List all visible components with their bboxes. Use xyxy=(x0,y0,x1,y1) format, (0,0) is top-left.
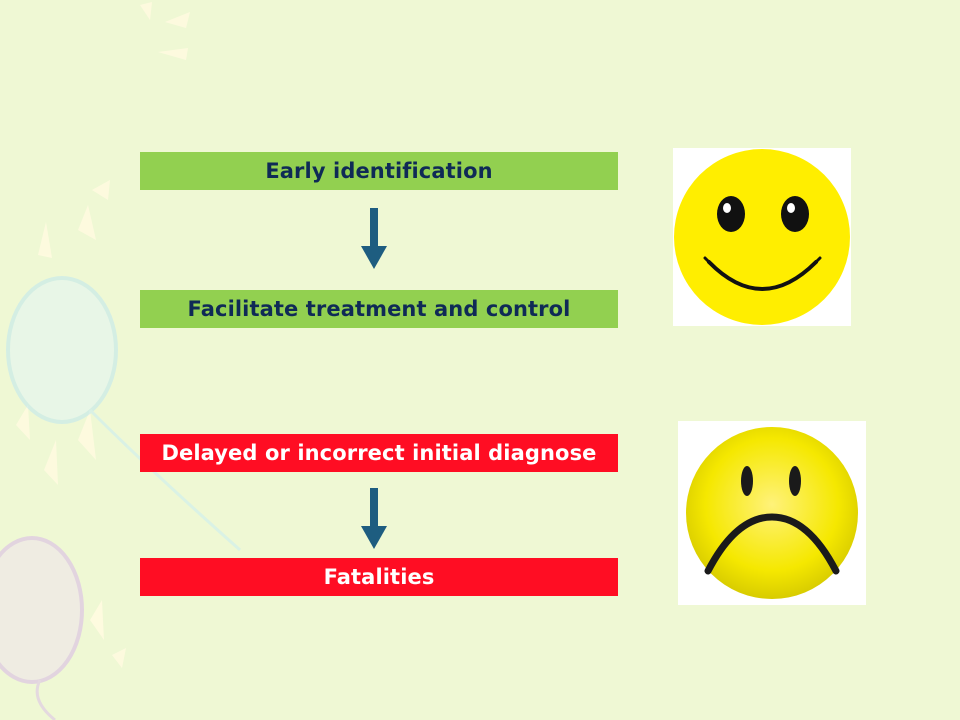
balloon-blue-icon xyxy=(6,276,241,552)
arrow-down-icon xyxy=(361,488,387,549)
fatalities-label: Fatalities xyxy=(323,565,435,589)
delayed-diagnose-label: Delayed or incorrect initial diagnose xyxy=(161,441,597,465)
early-identification-box: Early identification xyxy=(140,152,618,190)
arrow-down-icon xyxy=(361,208,387,269)
smiley-face-icon xyxy=(673,148,851,326)
facilitate-treatment-box: Facilitate treatment and control xyxy=(140,290,618,328)
balloon-purple-icon xyxy=(0,536,84,720)
delayed-diagnose-box: Delayed or incorrect initial diagnose xyxy=(140,434,618,472)
facilitate-treatment-label: Facilitate treatment and control xyxy=(187,297,571,321)
sad-face-icon xyxy=(678,421,866,605)
early-identification-label: Early identification xyxy=(265,159,493,183)
fatalities-box: Fatalities xyxy=(140,558,618,596)
